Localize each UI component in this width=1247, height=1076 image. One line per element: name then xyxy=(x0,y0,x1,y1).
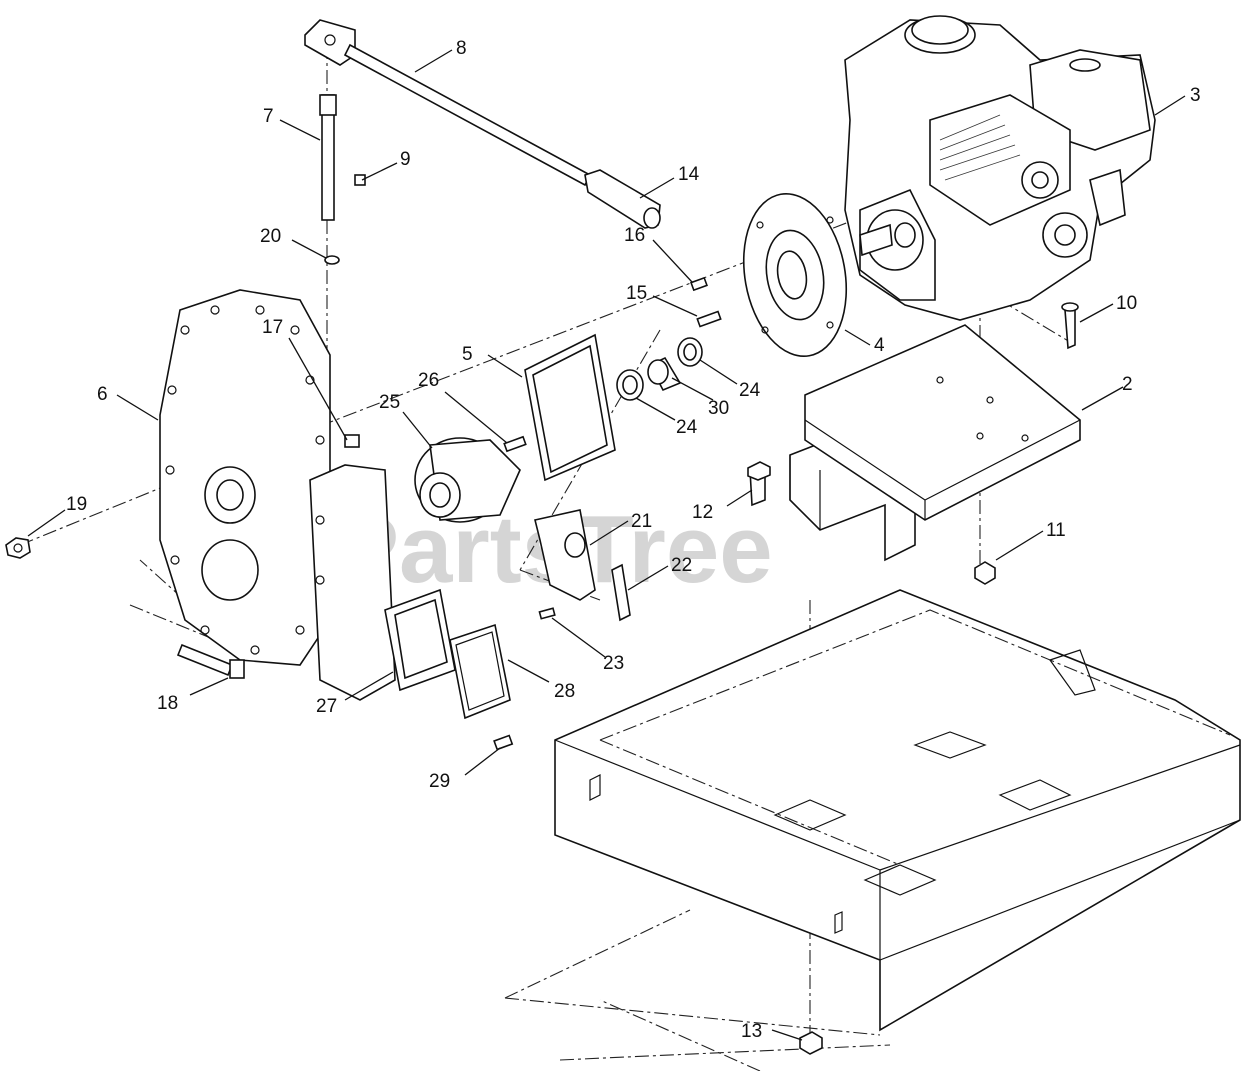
callout-23: 23 xyxy=(603,653,624,674)
mower-frame xyxy=(554,589,1241,1032)
coupler xyxy=(414,435,527,523)
callout-4: 4 xyxy=(874,335,885,356)
callout-21: 21 xyxy=(631,511,652,532)
callout-5: 5 xyxy=(462,344,473,365)
callout-22: 22 xyxy=(671,555,692,576)
callout-29: 29 xyxy=(429,771,450,792)
callout-28: 28 xyxy=(554,681,575,702)
adapter-plate xyxy=(742,192,848,358)
callout-27: 27 xyxy=(316,696,337,717)
callout-20: 20 xyxy=(260,226,281,247)
callout-leaders xyxy=(27,49,1186,1041)
callout-11: 11 xyxy=(1046,520,1066,541)
callout-26: 26 xyxy=(418,370,439,391)
engine-mount-plate xyxy=(804,324,1081,521)
engine xyxy=(844,15,1156,321)
callout-19: 19 xyxy=(66,494,87,515)
callout-17: 17 xyxy=(262,317,283,338)
callout-9: 9 xyxy=(400,149,411,170)
callout-8: 8 xyxy=(456,38,467,59)
callout-7: 7 xyxy=(263,106,274,127)
shift-linkage xyxy=(304,19,661,265)
callout-6: 6 xyxy=(97,384,108,405)
callout-2: 2 xyxy=(1122,374,1133,395)
callout-3: 3 xyxy=(1190,85,1201,106)
callout-24a: 24 xyxy=(739,380,761,401)
callout-24b: 24 xyxy=(676,417,698,438)
gasket xyxy=(524,333,616,482)
cover-gasket xyxy=(384,588,514,751)
callout-14: 14 xyxy=(678,164,700,185)
transmission-housing xyxy=(159,289,396,701)
callout-25: 25 xyxy=(379,392,400,413)
callout-30: 30 xyxy=(708,398,729,419)
shift-bracket xyxy=(534,509,631,622)
callout-15: 15 xyxy=(626,283,647,304)
callout-13: 13 xyxy=(741,1021,762,1042)
callout-10: 10 xyxy=(1116,293,1137,314)
callout-18: 18 xyxy=(157,693,178,714)
callout-16: 16 xyxy=(624,225,645,246)
callout-labels: 2 3 4 5 6 7 8 9 10 11 12 13 14 15 16 17 … xyxy=(66,38,1201,1042)
fasteners xyxy=(5,302,1079,1055)
callout-12: 12 xyxy=(692,502,713,523)
small-parts xyxy=(616,276,722,401)
